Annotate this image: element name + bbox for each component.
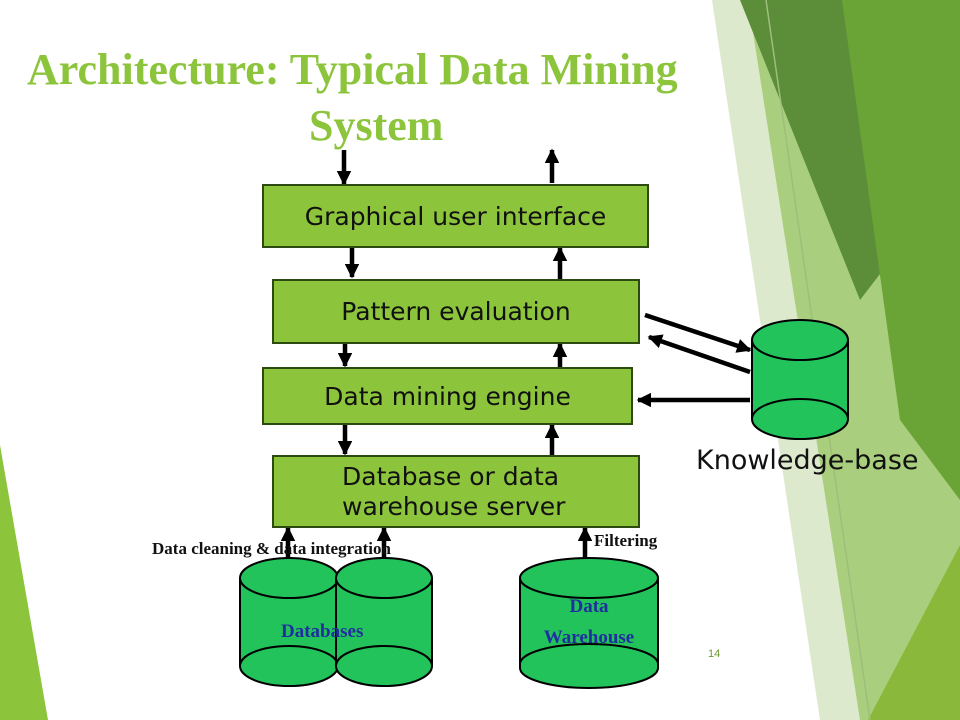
databases-label: Databases [281, 621, 364, 642]
gui-box: Graphical user interface [262, 184, 649, 248]
warehouse-label-line-2: Warehouse [543, 627, 635, 648]
mining-engine-box: Data mining engine [262, 367, 633, 425]
mining-engine-label: Data mining engine [324, 381, 571, 411]
page-number: 14 [708, 648, 721, 660]
left-green-triangle [0, 445, 48, 720]
gui-label: Graphical user interface [304, 201, 607, 231]
warehouse-label-line-1: Data [569, 596, 609, 617]
database-cylinder-1 [239, 557, 339, 687]
arrow-kb-to-pattern [647, 334, 751, 375]
filtering-label: Filtering [594, 531, 658, 550]
arrow-pattern-to-kb [644, 312, 752, 353]
pattern-evaluation-label: Pattern evaluation [341, 297, 571, 326]
knowledge-base-label: Knowledge-base [696, 445, 919, 476]
bottom-right-shape [868, 545, 960, 720]
db-server-box: Database or data warehouse server [272, 455, 640, 528]
integration-label: Data cleaning & data integration [152, 539, 391, 558]
warehouse-cylinder [519, 557, 659, 689]
slide-title-line-2: System [309, 101, 444, 150]
slide-title-line-1: Architecture: Typical Data Mining [27, 45, 678, 94]
db-server-label-line-1: Database or data [342, 461, 560, 491]
right-mid-shape [842, 0, 960, 500]
pattern-evaluation-box: Pattern evaluation [272, 279, 640, 344]
db-server-label-line-2: warehouse server [342, 491, 566, 521]
database-cylinder-2 [335, 557, 433, 687]
